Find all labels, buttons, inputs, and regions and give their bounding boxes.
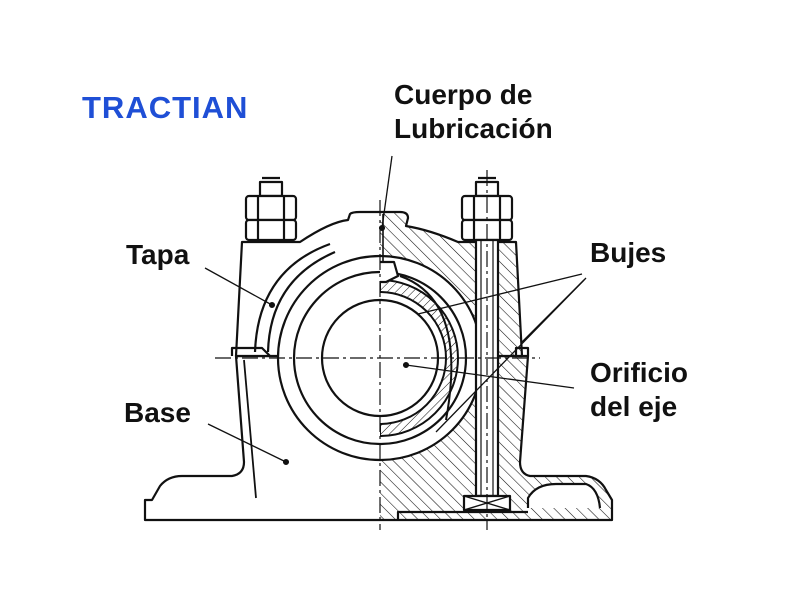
label-tapa: Tapa — [126, 239, 190, 270]
tractian-logo: TRACTIAN — [82, 90, 249, 125]
label-cuerpo-line-2: Lubricación — [394, 113, 553, 144]
label-cuerpo-de-lubricacion: Cuerpo de Lubricación — [394, 78, 553, 146]
left-bolt — [244, 176, 298, 242]
label-bujes: Bujes — [590, 237, 667, 268]
label-orificio-line-1: Orificio — [590, 357, 689, 388]
label-orificio-line-2: del eje — [590, 391, 678, 422]
label-orificio-del-eje: Orificio del eje — [590, 356, 688, 424]
label-cuerpo-line-1: Cuerpo de — [394, 79, 533, 110]
label-base: Base — [124, 397, 191, 428]
